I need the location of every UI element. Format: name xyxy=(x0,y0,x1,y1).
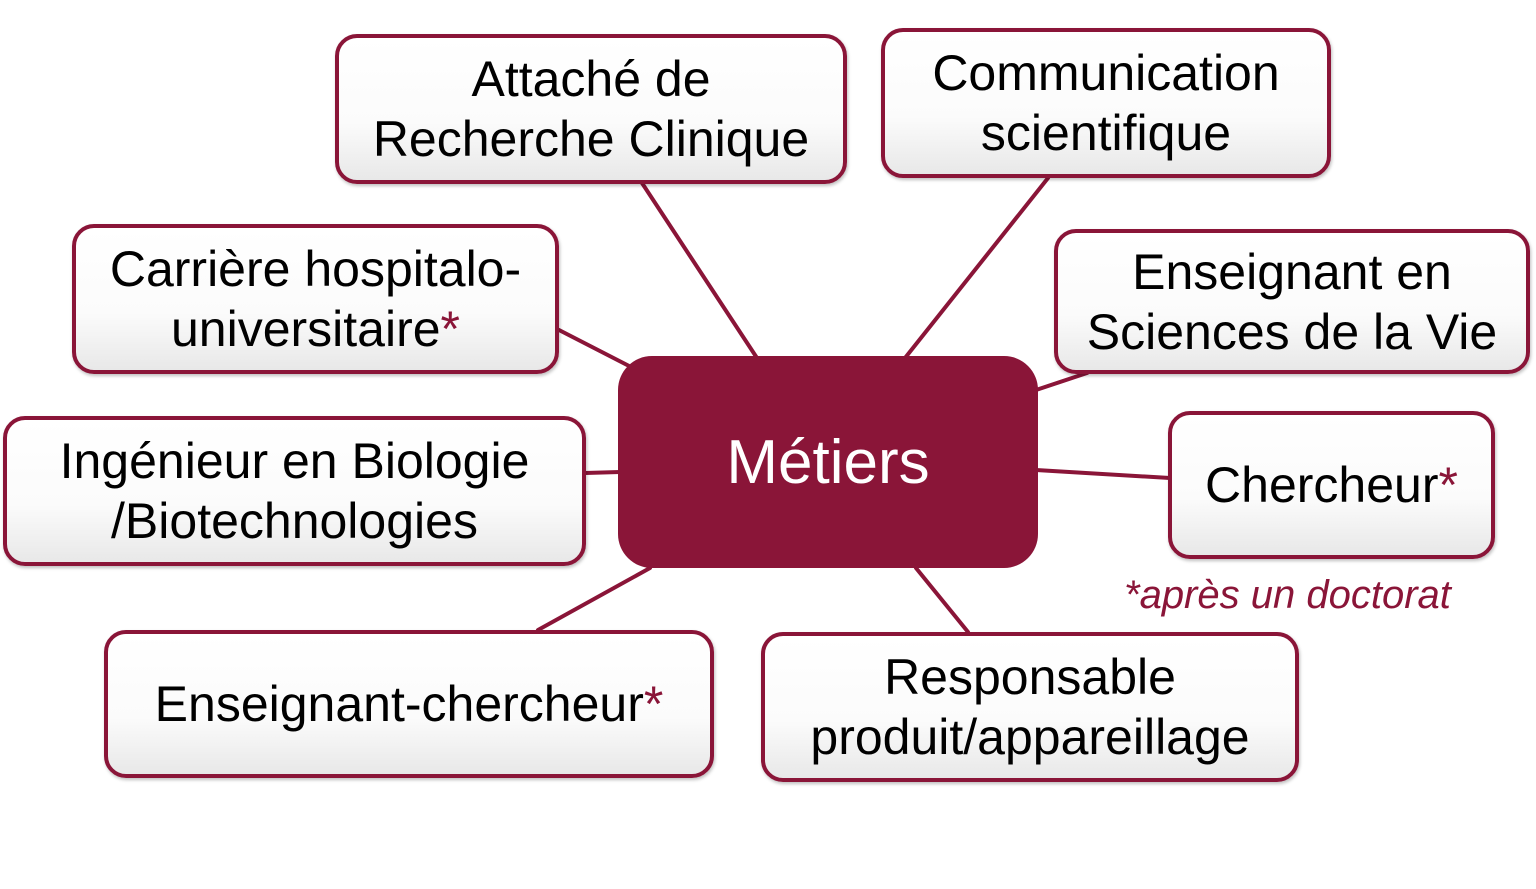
node-label-line2: Sciences de la Vie xyxy=(1086,303,1498,360)
node-label-line2: /Biotechnologies xyxy=(111,493,478,549)
node-enseignant-chercheur: Enseignant-chercheur* xyxy=(104,630,714,778)
node-label-line1: Enseignant-chercheur* xyxy=(155,674,664,734)
node-responsable-produit: Responsable produit/appareillage xyxy=(761,632,1299,782)
asterisk-marker: * xyxy=(440,301,461,357)
node-enseignant-sciences-vie: Enseignant en Sciences de la Vie xyxy=(1054,229,1530,374)
node-label-text: Enseignant-chercheur xyxy=(154,676,644,732)
connector-enseignant xyxy=(1034,371,1089,392)
node-label-line2: Recherche Clinique xyxy=(372,111,810,167)
connector-ingenieur xyxy=(583,470,622,475)
node-label-line1: Responsable xyxy=(884,649,1176,705)
connector-responsable xyxy=(914,566,970,634)
node-label-line2: scientifique xyxy=(980,105,1232,161)
node-label-line1: Carrière hospitalo- xyxy=(109,241,522,297)
node-label-line1: Ingénieur en Biologie xyxy=(59,433,530,489)
node-label-text: universitaire xyxy=(170,301,441,357)
asterisk-marker: * xyxy=(643,676,664,732)
connector-communication xyxy=(903,176,1050,360)
connector-hospitalo xyxy=(557,328,635,370)
node-label-line2: universitaire* xyxy=(171,299,460,359)
asterisk-marker: * xyxy=(1438,457,1458,513)
node-chercheur: Chercheur* xyxy=(1168,411,1495,559)
connector-arc xyxy=(640,181,759,360)
node-label-line1: Enseignant en xyxy=(1132,243,1452,300)
connector-chercheur xyxy=(1034,468,1172,480)
center-node-metiers: Métiers xyxy=(618,356,1038,568)
node-carriere-hospitalo-universitaire: Carrière hospitalo- universitaire* xyxy=(72,224,559,374)
footnote-doctorat: *après un doctorat xyxy=(1124,573,1451,617)
node-communication-scientifique: Communication scientifique xyxy=(881,28,1331,178)
node-label-text: Chercheur xyxy=(1205,457,1439,513)
node-label-line1: Communication xyxy=(932,45,1280,101)
node-attache-recherche-clinique: Attaché de Recherche Clinique xyxy=(335,34,847,184)
center-label: Métiers xyxy=(726,427,930,497)
node-ingenieur-biologie: Ingénieur en Biologie /Biotechnologies xyxy=(3,416,586,566)
node-label-line1: Attaché de xyxy=(471,51,711,107)
node-label-line2: produit/appareillage xyxy=(810,709,1250,765)
connector-ens-chercheur xyxy=(536,566,652,632)
node-label-line1: Chercheur* xyxy=(1205,455,1458,515)
